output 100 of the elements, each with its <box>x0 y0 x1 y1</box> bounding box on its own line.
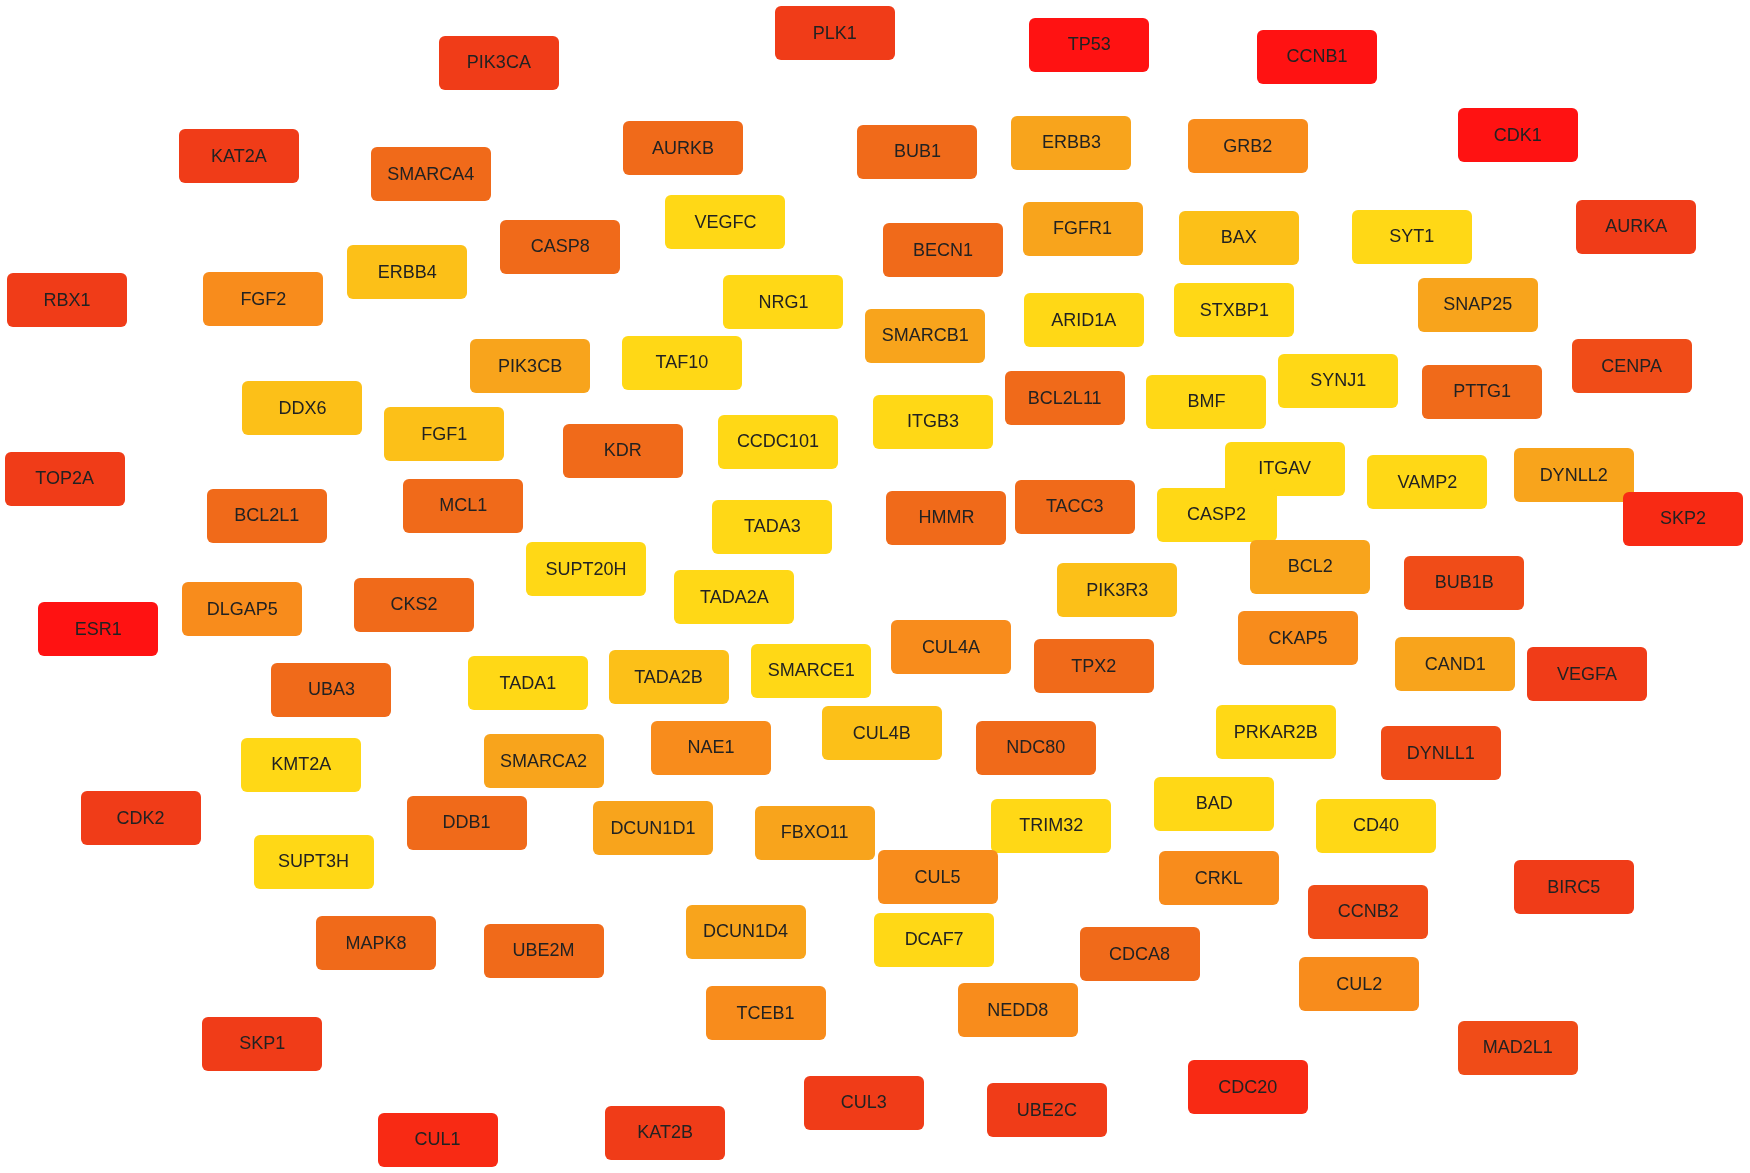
gene-node: KDR <box>562 423 683 478</box>
gene-node: DCUN1D1 <box>592 801 713 856</box>
gene-node: SUPT20H <box>525 542 646 597</box>
gene-node: TRIM32 <box>991 798 1112 853</box>
gene-node: SMARCA4 <box>370 147 491 202</box>
gene-node: MAD2L1 <box>1457 1021 1578 1075</box>
gene-node: SMARCA2 <box>483 734 604 789</box>
gene-node: VAMP2 <box>1367 455 1488 510</box>
gene-node: PRKAR2B <box>1215 705 1336 760</box>
gene-node: STXBP1 <box>1174 283 1295 338</box>
gene-node: DYNLL2 <box>1513 448 1634 503</box>
gene-node: PIK3CB <box>470 339 591 394</box>
gene-node: CCNB1 <box>1256 29 1377 84</box>
gene-node: CD40 <box>1316 798 1437 853</box>
gene-node: DYNLL1 <box>1380 726 1501 781</box>
gene-node: DCAF7 <box>874 912 995 967</box>
gene-node: SKP1 <box>202 1016 323 1071</box>
gene-node: HMMR <box>886 490 1007 545</box>
gene-node: ERBB3 <box>1011 115 1132 170</box>
gene-node: CCNB2 <box>1308 884 1429 939</box>
gene-node: TP53 <box>1029 17 1150 72</box>
gene-node: FGFR1 <box>1022 201 1143 256</box>
gene-node: BECN1 <box>883 223 1004 277</box>
gene-node: TOP2A <box>4 451 125 506</box>
gene-node: TADA1 <box>467 656 588 711</box>
gene-node: SUPT3H <box>253 834 374 889</box>
gene-node: BUB1B <box>1404 555 1525 610</box>
gene-node: AURKA <box>1576 199 1697 254</box>
gene-node: CDC20 <box>1187 1060 1308 1115</box>
gene-node: ERBB4 <box>347 245 468 300</box>
gene-node: TADA3 <box>712 499 833 554</box>
gene-node: TAF10 <box>621 335 742 390</box>
gene-node: UBE2M <box>483 923 604 978</box>
gene-node: DCUN1D4 <box>685 904 806 959</box>
gene-node: CASP8 <box>500 219 621 274</box>
gene-node: TPX2 <box>1033 639 1154 694</box>
gene-node: UBE2C <box>986 1083 1107 1138</box>
gene-node: CUL5 <box>877 850 998 905</box>
gene-node: CASP2 <box>1156 487 1277 542</box>
gene-node: AURKB <box>623 121 744 176</box>
gene-node: FBXO11 <box>754 805 875 860</box>
gene-node: DDB1 <box>406 795 527 850</box>
gene-node: SYT1 <box>1351 209 1472 264</box>
gene-node: CUL1 <box>377 1112 498 1167</box>
gene-node: CRKL <box>1158 851 1279 906</box>
gene-node: VEGFA <box>1527 647 1648 702</box>
gene-node: SKP2 <box>1623 491 1744 546</box>
gene-node: KMT2A <box>241 737 362 792</box>
gene-node: CDCA8 <box>1079 927 1200 982</box>
gene-node: FGF1 <box>384 407 505 462</box>
gene-node: CUL4B <box>821 706 942 761</box>
gene-node: CENPA <box>1571 339 1692 394</box>
gene-node: CKS2 <box>354 577 475 632</box>
gene-node: GRB2 <box>1187 119 1308 174</box>
gene-node: PLK1 <box>774 6 895 61</box>
gene-node: BCL2L11 <box>1004 371 1125 426</box>
gene-node: RBX1 <box>6 273 127 328</box>
gene-node: SMARCB1 <box>865 308 986 363</box>
gene-node: CCDC101 <box>717 414 838 469</box>
gene-node: DDX6 <box>242 381 363 436</box>
gene-node: ITGAV <box>1224 441 1345 496</box>
gene-node: SMARCE1 <box>751 643 872 698</box>
gene-node: VEGFC <box>665 195 786 250</box>
gene-node: CUL3 <box>803 1075 924 1130</box>
gene-node: FGF2 <box>203 272 324 327</box>
gene-node: ARID1A <box>1023 293 1144 348</box>
gene-node: BUB1 <box>857 124 978 179</box>
gene-node: CAND1 <box>1395 637 1516 692</box>
gene-node: MCL1 <box>403 478 524 533</box>
gene-node: BIRC5 <box>1513 860 1634 915</box>
gene-node: TADA2A <box>674 570 795 625</box>
gene-node: BMF <box>1146 374 1267 429</box>
gene-node: ESR1 <box>38 602 159 657</box>
gene-node: MAPK8 <box>316 916 437 971</box>
gene-node: NDC80 <box>975 720 1096 775</box>
gene-node: CUL4A <box>890 620 1011 675</box>
gene-node: NRG1 <box>723 275 844 330</box>
gene-node: NAE1 <box>650 720 771 775</box>
gene-node: SYNJ1 <box>1278 353 1399 408</box>
gene-node: NEDD8 <box>957 983 1078 1038</box>
gene-node: TACC3 <box>1014 479 1135 534</box>
gene-node: BCL2 <box>1250 539 1371 594</box>
gene-node: PTTG1 <box>1422 364 1543 419</box>
gene-node: CUL2 <box>1299 957 1420 1012</box>
gene-node: BAD <box>1154 776 1275 831</box>
gene-node: CDK1 <box>1457 108 1578 163</box>
gene-node: PIK3R3 <box>1057 563 1178 618</box>
gene-node: ITGB3 <box>873 394 994 449</box>
gene-node: CKAP5 <box>1238 611 1358 666</box>
gene-node: CDK2 <box>80 791 201 846</box>
gene-node: PIK3CA <box>438 35 559 90</box>
gene-node: SNAP25 <box>1417 277 1538 332</box>
gene-node: DLGAP5 <box>182 582 303 637</box>
gene-node: UBA3 <box>271 662 392 717</box>
gene-node: KAT2A <box>178 129 299 184</box>
gene-node: KAT2B <box>605 1105 726 1160</box>
gene-node: BCL2L1 <box>206 488 327 543</box>
gene-node: BAX <box>1178 210 1299 265</box>
gene-node: TADA2B <box>608 650 729 705</box>
gene-node: TCEB1 <box>705 986 826 1041</box>
